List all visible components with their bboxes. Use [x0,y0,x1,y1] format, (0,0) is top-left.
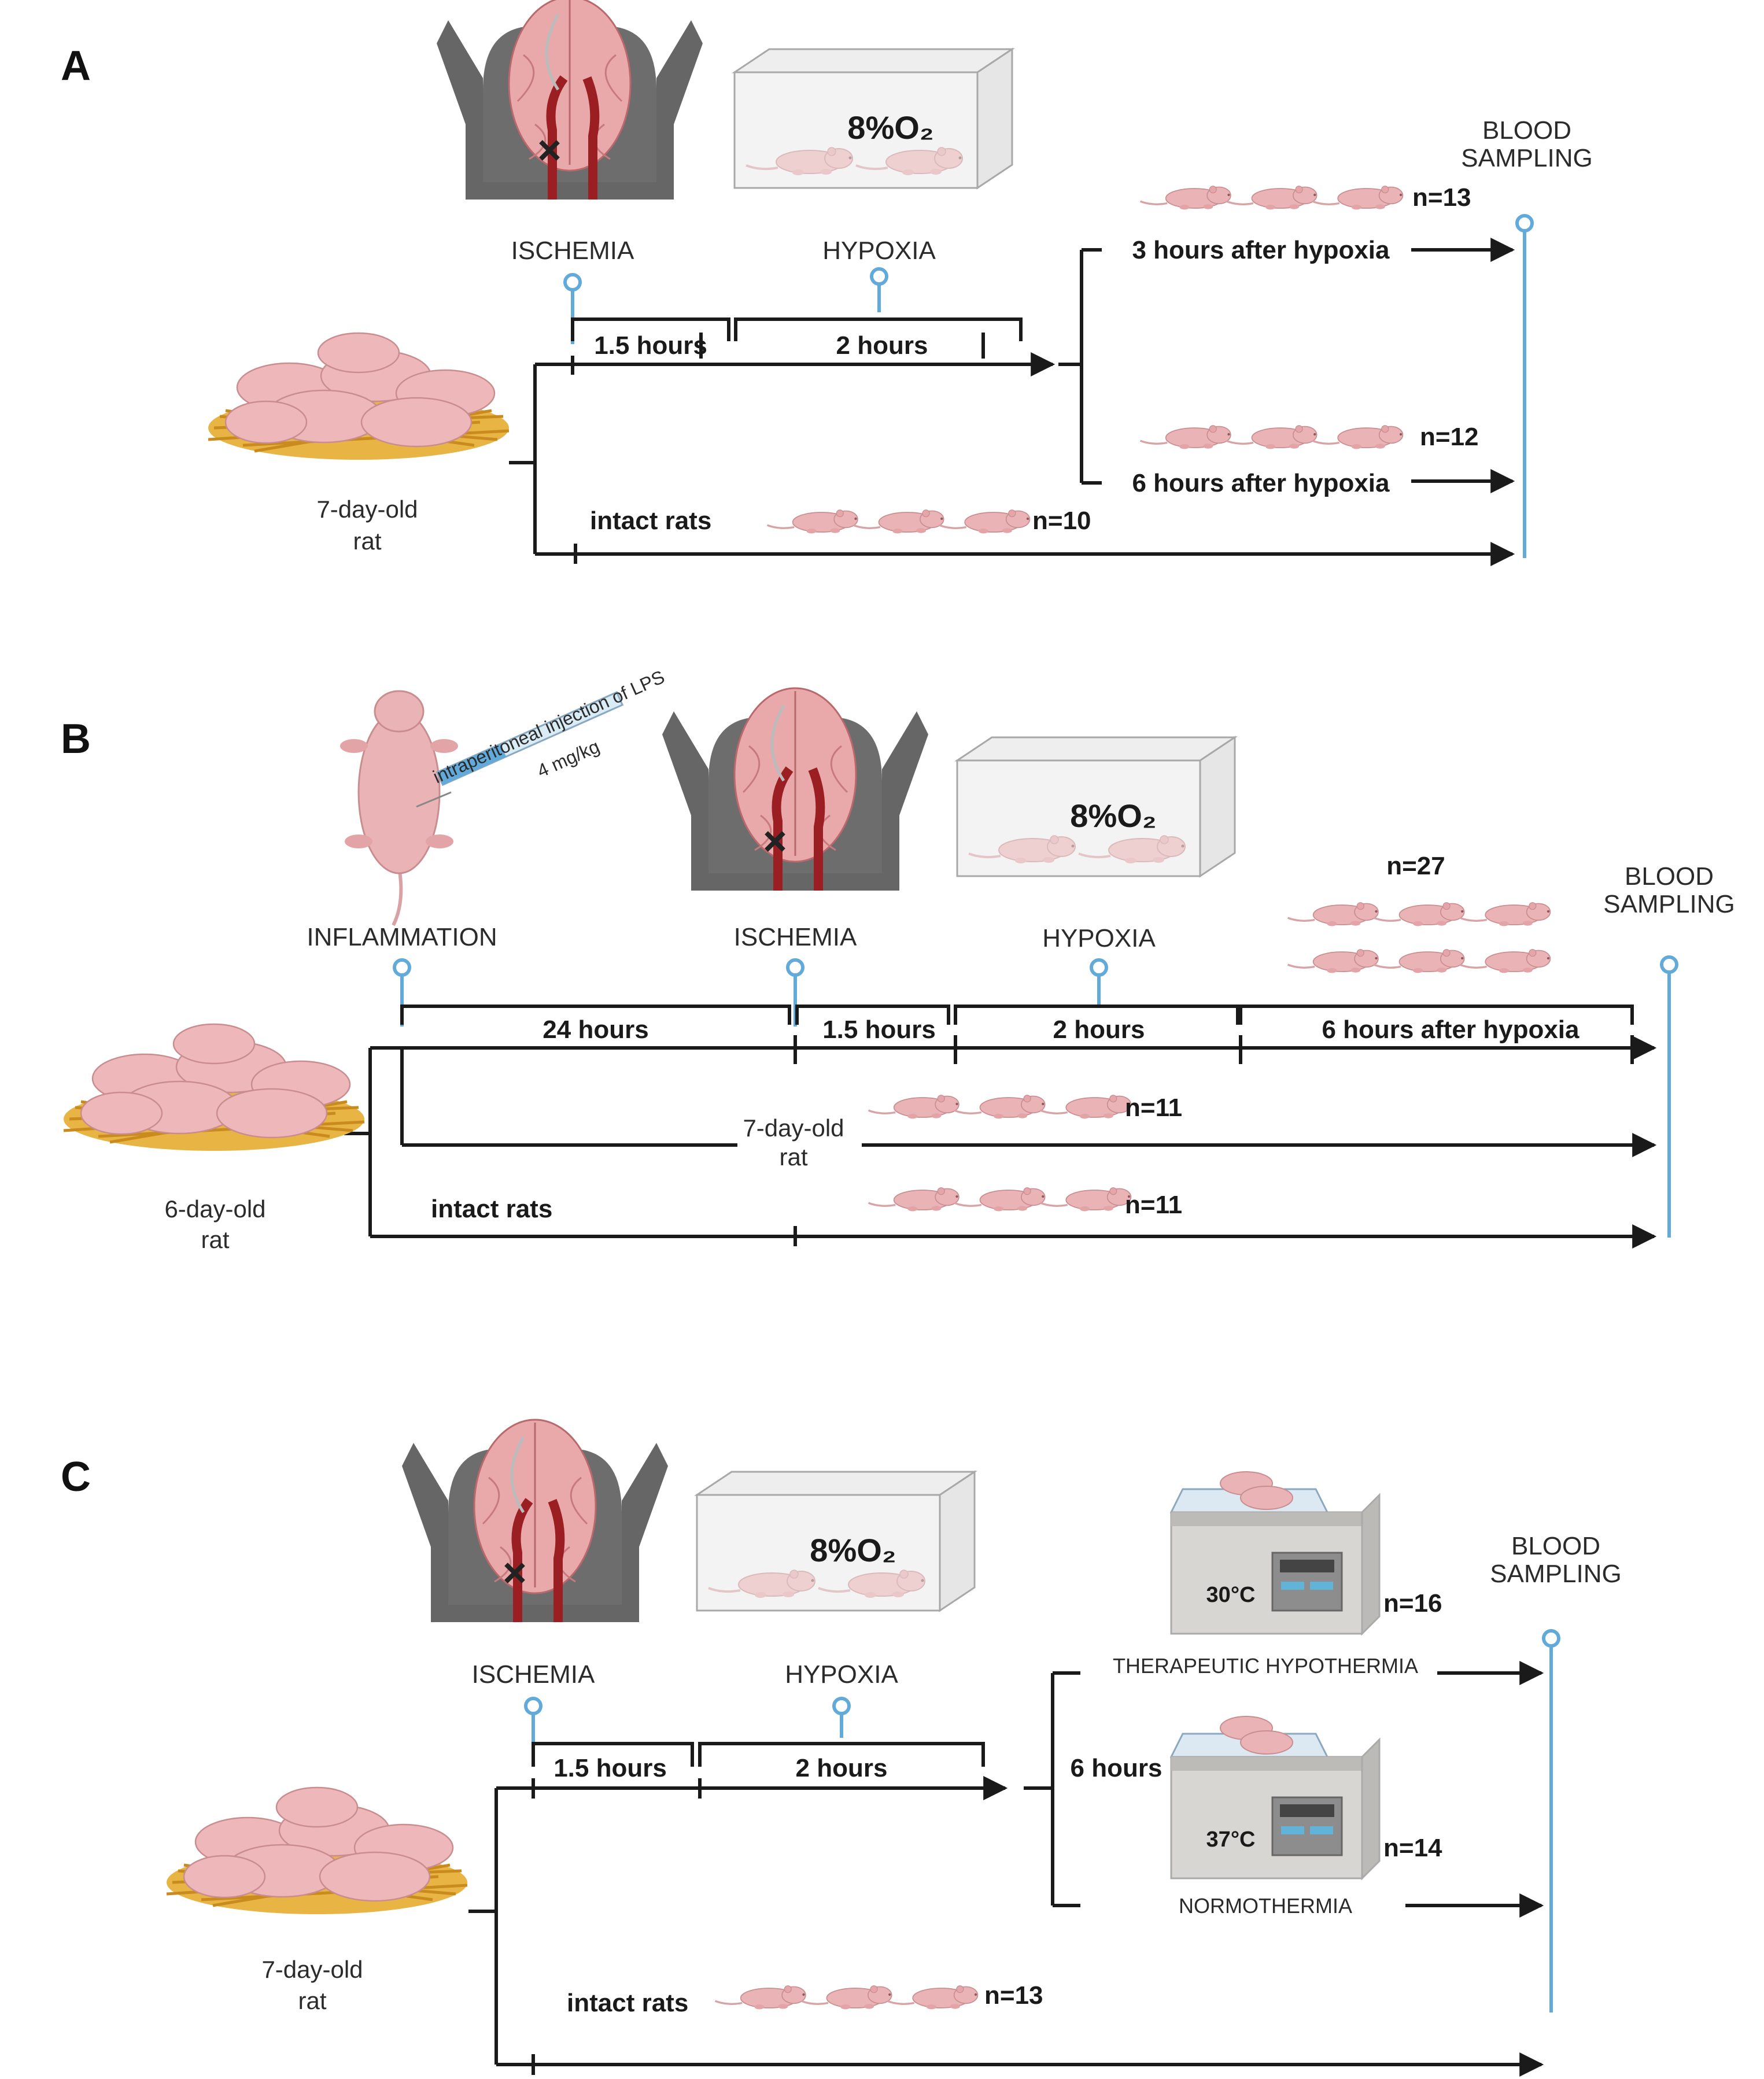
nest-pups [167,1788,467,1914]
n-intact: n=11 [1125,1191,1182,1219]
ischemia-illustration [662,688,928,891]
duration-brackets [400,1005,1634,1025]
n-intact: n=10 [1032,507,1091,535]
branch-2: 6 hours after hypoxia [1132,469,1390,497]
pups-row1 [1288,903,1551,926]
hypoxia-label: HYPOXIA [1042,924,1156,952]
oxygen-label: 8%O₂ [847,109,933,146]
pups-intact [767,510,1030,534]
panel-a: A 8%O₂ ISCHEMIA HYPOXIA 1.5 hours 2 hour… [61,0,1593,566]
six-hours: 6 hours [1071,1754,1163,1782]
pups-intact [715,1986,978,2010]
ischemia-illustration [437,0,703,200]
duration-brackets [532,1742,985,1767]
pups-mid [869,1095,1131,1119]
duration-2: 2 hours [796,1754,888,1782]
timelines [344,1035,1657,1249]
branch-hypothermia: THERAPEUTIC HYPOTHERMIA [1113,1654,1418,1678]
intact-label: intact rats [431,1195,552,1223]
pins [524,1629,1560,2012]
blood-line2: SAMPLING [1603,890,1735,918]
dose-label: 4 mg/kg [534,736,603,781]
rat-age-line1: 7-day-old [261,1956,363,1983]
n-3h: n=13 [1412,183,1471,212]
inflammation-pup [340,690,458,926]
panel-b: B intraperitoneal injection of LPS 4 mg/… [61,666,1735,1253]
panel-c: C 8%O₂ ISCHEMIA HYPOXIA 1.5 hours 2 hour… [61,1420,1622,2077]
ischemia-label: ISCHEMIA [472,1660,595,1689]
ischemia-label: ISCHEMIA [511,237,634,265]
blood-line2: SAMPLING [1490,1560,1621,1588]
blood-line1: BLOOD [1482,116,1571,145]
rat-age-line2: rat [353,527,381,555]
oxygen-label: 8%O₂ [1070,797,1156,834]
rat-age-line1: 6-day-old [164,1195,265,1223]
water-bath-hypothermia [1170,1471,1381,1635]
blood-line2: SAMPLING [1461,144,1592,172]
duration-2: 2 hours [836,331,928,360]
duration-brackets [571,317,1023,359]
ischemia-illustration [402,1420,668,1622]
n-mid: n=11 [1125,1094,1182,1122]
n-hypothermia: n=16 [1383,1589,1442,1618]
timelines [468,1661,1544,2077]
temp-37: 37°C [1206,1827,1256,1852]
pups-row2 [1288,950,1551,973]
nest-pups [64,1024,364,1151]
inflammation-label: INFLAMMATION [307,923,497,951]
duration-3: 6 hours after hypoxia [1322,1016,1580,1044]
n-intact: n=13 [984,1981,1043,2010]
water-bath-normothermia [1170,1715,1381,1879]
branch-1: 3 hours after hypoxia [1132,236,1390,264]
timelines [509,238,1515,566]
mid-age-line2: rat [779,1143,807,1170]
blood-line1: BLOOD [1625,862,1714,891]
temp-30: 30°C [1206,1583,1256,1607]
hypoxia-label: HYPOXIA [822,237,936,265]
rat-age-line2: rat [201,1226,229,1253]
rat-age-line1: 7-day-old [316,496,418,523]
duration-2: 2 hours [1053,1016,1145,1044]
pins [563,214,1534,558]
panel-c-letter: C [61,1454,91,1500]
duration-1: 1.5 hours [553,1754,667,1782]
pups-n13 [1141,186,1403,210]
panel-b-letter: B [61,716,91,762]
n-main: n=27 [1386,852,1445,880]
n-6h: n=12 [1420,423,1479,451]
ischemia-label: ISCHEMIA [734,923,857,951]
rat-age-line2: rat [298,1987,326,2014]
syringe [416,690,624,808]
mid-age-line1: 7-day-old [743,1114,844,1142]
blood-line1: BLOOD [1511,1532,1600,1560]
hypoxia-label: HYPOXIA [785,1660,898,1689]
pups-intact [869,1188,1131,1212]
panel-a-letter: A [61,43,91,89]
pins [393,955,1678,1238]
duration-1: 1.5 hours [594,331,707,360]
intact-label: intact rats [567,1989,688,2017]
duration-1: 1.5 hours [822,1016,936,1044]
n-normothermia: n=14 [1383,1834,1442,1862]
branch-normothermia: NORMOTHERMIA [1179,1894,1352,1918]
duration-0: 24 hours [543,1016,648,1044]
pups-n12 [1141,426,1403,449]
oxygen-label: 8%O₂ [810,1532,896,1568]
intact-label: intact rats [590,507,711,535]
nest-pups [208,333,509,460]
